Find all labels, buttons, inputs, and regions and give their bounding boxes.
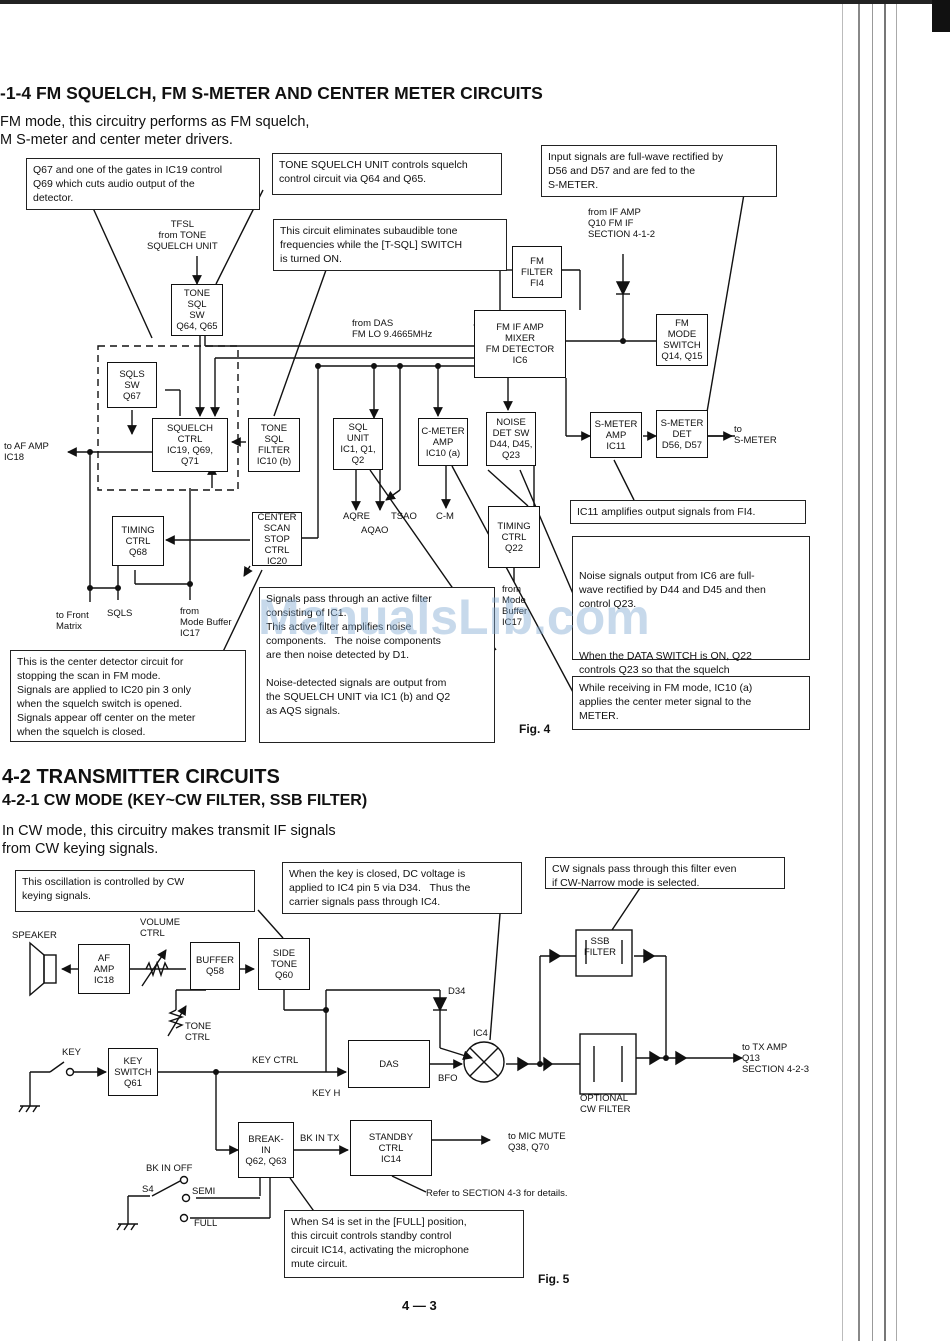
page-number: 4 — 3 [402,1298,437,1313]
label-bk-in-tx: BK IN TX [300,1133,340,1144]
label-tsao: TSAO [391,511,417,522]
note-tone-squelch: TONE SQUELCH UNIT controls squelch contr… [272,153,502,195]
block-das: DAS [348,1040,430,1088]
label-sqls: SQLS [107,608,133,619]
note-q67: Q67 and one of the gates in IC19 control… [26,158,260,210]
block-tone-sql-filter: TONE SQL FILTER IC10 (b) [248,418,300,472]
section2-heading: 4-2 TRANSMITTER CIRCUITS [2,766,280,788]
block-sql-unit: SQL UNIT IC1, Q1, Q2 [333,418,383,470]
label-aqao: AQAO [361,525,389,536]
section-heading: -1-4 FM SQUELCH, FM S-METER AND CENTER M… [0,83,543,103]
label-to-front: to Front Matrix [56,610,89,632]
block-fm-filter: FM FILTER FI4 [512,246,562,298]
label-aqre: AQRE [343,511,370,522]
section2-subheading: 4-2-1 CW MODE (KEY~CW FILTER, SSB FILTER… [2,792,368,809]
page-corner-mark [932,0,950,32]
label-from-mode-buffer-2: from Mode Buffer IC17 [502,584,528,628]
label-tfsl: TFSL from TONE SQUELCH UNIT [147,219,218,252]
page-edge-line [896,0,897,1341]
block-noise-det-sw: NOISE DET SW D44, D45, Q23 [486,412,536,466]
section-intro: FM mode, this circuitry performs as FM s… [0,114,310,148]
label-volume-ctrl: VOLUME CTRL [140,917,181,939]
page-top-border [0,0,950,4]
label-to-af-amp: to AF AMP IC18 [4,441,49,463]
label-refer: Refer to SECTION 4-3 for details. [426,1188,568,1199]
label-optional-cw-filter: OPTIONAL CW FILTER [580,1093,631,1115]
label-bfo: BFO [438,1073,458,1084]
note-oscillation: This oscillation is controlled by CW key… [15,870,255,912]
watermark-logo: ManualsLib.com [258,589,650,645]
block-center-scan: CENTER SCAN STOP CTRL IC20 [252,512,302,567]
label-d34: D34 [448,986,466,997]
label-ic4: IC4 [473,1028,488,1039]
label-from-das: from DAS FM LO 9.4665MHz [352,318,433,340]
label-tone-ctrl: TONE CTRL [185,1021,212,1043]
note-s4-full: When S4 is set in the [FULL] position, t… [284,1210,524,1278]
fig4-caption: Fig. 4 [519,722,551,736]
label-from-if-amp: from IF AMP Q10 FM IF SECTION 4-1-2 [588,207,656,240]
fig4-wiring [67,189,745,695]
page-edge-line [872,0,873,1341]
block-sqls-sw: SQLS SW Q67 [107,362,157,408]
block-s-meter-det: S-METER DET D56, D57 [656,410,708,458]
label-s4: S4 [142,1184,154,1195]
block-af-amp: AF AMP IC18 [78,944,130,994]
label-key-ctrl: KEY CTRL [252,1055,299,1066]
page-edge-line [842,0,843,1341]
section2-intro: In CW mode, this circuitry makes transmi… [2,823,336,857]
note-ic11: IC11 amplifies output signals from FI4. [570,500,806,524]
note-input-signals: Input signals are full-wave rectified by… [541,145,777,197]
note-center-detector: This is the center detector circuit for … [10,650,246,742]
note-cw-signals: CW signals pass through this filter even… [545,857,785,889]
note-center-meter: While receiving in FM mode, IC10 (a) app… [572,676,810,730]
fig5-caption: Fig. 5 [538,1272,570,1286]
block-standby-ctrl: STANDBY CTRL IC14 [350,1120,432,1176]
block-timing-ctrl-q22: TIMING CTRL Q22 [488,506,540,568]
block-fm-if-amp: FM IF AMP MIXER FM DETECTOR IC6 [474,310,566,378]
block-side-tone: SIDE TONE Q60 [258,938,310,990]
label-to-s-meter: to S-METER [734,424,777,446]
page-edge-line [884,0,886,1341]
label-key-h: KEY H [312,1088,341,1099]
block-tone-sql-sw: TONE SQL SW Q64, Q65 [171,284,223,336]
block-buffer: BUFFER Q58 [190,942,240,990]
block-c-meter-amp: C-METER AMP IC10 (a) [418,418,468,466]
label-from-mode-buffer: from Mode Buffer IC17 [180,606,232,639]
label-ssb-filter: SSB FILTER [584,936,617,958]
page-edge-line [858,0,860,1341]
block-fm-mode-switch: FM MODE SWITCH Q14, Q15 [656,314,708,366]
label-to-tx-amp: to TX AMP Q13 SECTION 4-2-3 [742,1042,810,1075]
label-speaker: SPEAKER [12,930,57,941]
label-full: FULL [194,1218,218,1229]
block-key-switch: KEY SWITCH Q61 [108,1048,158,1096]
label-to-mic-mute: to MIC MUTE Q38, Q70 [508,1131,566,1153]
note-active-filter: Signals pass through an active filter co… [259,587,495,743]
block-s-meter-amp: S-METER AMP IC11 [590,412,642,458]
note-noise-text: Noise signals output from IC6 are full- … [579,570,766,610]
block-break-in: BREAK- IN Q62, Q63 [238,1122,294,1178]
note-key-closed: When the key is closed, DC voltage is ap… [282,862,522,914]
label-bk-in-off: BK IN OFF [146,1163,193,1174]
block-squelch-ctrl: SQUELCH CTRL IC19, Q69, Q71 [152,418,228,472]
label-key: KEY [62,1047,82,1058]
note-subaudible: This circuit eliminates subaudible tone … [273,219,507,271]
label-cm: C-M [436,511,454,522]
label-semi: SEMI [192,1186,216,1197]
block-timing-ctrl-q68: TIMING CTRL Q68 [112,516,164,566]
note-noise: Noise signals output from IC6 are full- … [572,536,810,704]
